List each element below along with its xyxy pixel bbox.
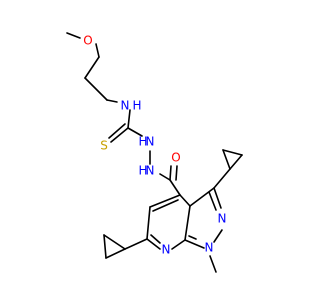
bond-cp2-b xyxy=(103,234,107,259)
bond-c-o-2 xyxy=(175,165,178,181)
atom-s-thione: S xyxy=(100,139,108,153)
atom-o-ether: O xyxy=(83,34,92,48)
bond-c3a-c4 xyxy=(179,194,191,207)
atom-h-thioamide: H xyxy=(132,99,141,113)
bond-c5-c6 xyxy=(146,206,151,240)
bond-c3-n2-2 xyxy=(208,191,217,211)
bond-c4-c5 xyxy=(149,194,181,208)
atom-n-hydrazide-2: N xyxy=(146,164,155,178)
bond-c7a-c3a xyxy=(184,205,191,241)
bond-n1-methyl xyxy=(209,255,217,273)
bond-c-nh xyxy=(127,127,143,137)
bond-c7a-c7a-inner xyxy=(188,235,197,240)
bond-nh-c-carbonyl xyxy=(159,173,171,181)
bond-c4-c5-inner xyxy=(152,199,179,212)
atom-h-hydrazide-1: H xyxy=(138,135,147,149)
bond-ch3-o xyxy=(66,32,81,39)
atom-h-hydrazide-2: H xyxy=(138,164,147,178)
bond-c-o-1 xyxy=(169,165,172,181)
bond-c3-n2-1 xyxy=(213,187,222,209)
bond-cp1-a xyxy=(222,149,231,170)
bond-c6-n7-inner xyxy=(150,234,161,244)
atom-n-pyrazole-1: N xyxy=(205,241,214,255)
bond-cp1-c xyxy=(229,154,243,170)
bond-n7-c7a xyxy=(171,239,186,250)
bond-ch2-nh xyxy=(106,99,118,103)
bond-c6-n7 xyxy=(146,238,161,250)
bond-cp2-a xyxy=(103,234,126,250)
molecule-canvas: O N H S N H N H O N N N xyxy=(66,32,243,273)
atom-o-carbonyl: O xyxy=(171,151,180,165)
bond-ch2-ch2b xyxy=(84,77,108,101)
atom-n-hydrazide-1: N xyxy=(146,135,155,149)
atom-n-pyrazole-2: N xyxy=(218,212,227,226)
bond-c3a-c3 xyxy=(189,187,215,207)
bond-cp1-b xyxy=(222,149,243,156)
atom-n-pyridine: N xyxy=(162,243,171,257)
bond-carbonyl-ring xyxy=(169,179,181,196)
bond-c-s-1 xyxy=(110,127,129,143)
molecule-structure: O N H S N H N H O N N N xyxy=(66,32,243,273)
bond-c-s-2 xyxy=(108,123,126,139)
bond-c3-cyclopropyl xyxy=(213,168,231,189)
bond-nh-c xyxy=(127,109,131,129)
bond-n2-n1 xyxy=(213,229,223,243)
bond-n1-c7a xyxy=(184,239,205,249)
atom-n-thioamide: N xyxy=(121,99,130,113)
bond-cp2-c xyxy=(105,248,126,259)
bond-c6-cyclopropyl xyxy=(124,238,148,250)
bond-ch2-ch2 xyxy=(84,56,100,79)
bond-o-ch2 xyxy=(95,43,100,58)
